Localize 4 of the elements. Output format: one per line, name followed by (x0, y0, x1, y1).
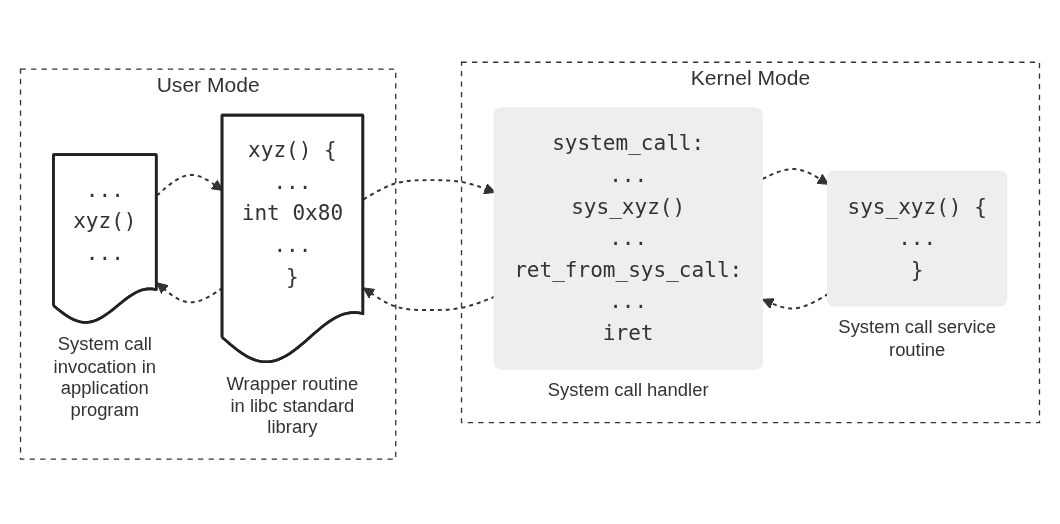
node-caption: Wrapper routine in libc standard library (225, 372, 360, 439)
node-caption: System call handler (547, 379, 709, 402)
node-caption: System call invocation in application program (52, 332, 157, 422)
node-caption: System call service routine (837, 316, 997, 361)
